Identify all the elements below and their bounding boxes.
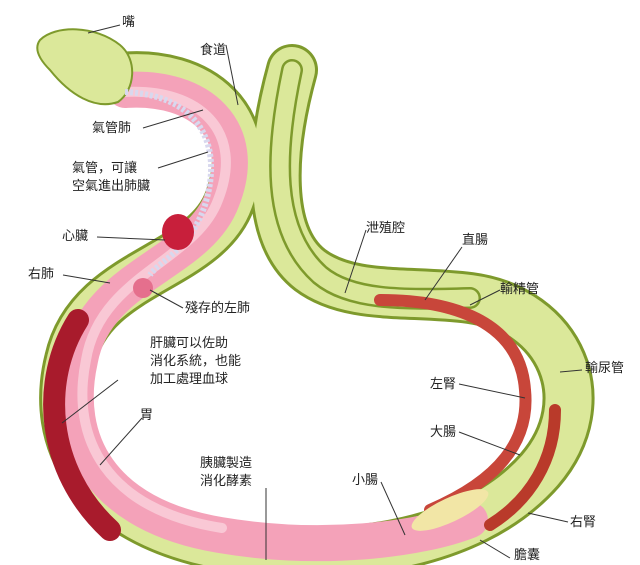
- right-kidney: [484, 404, 561, 531]
- label-left-kidney: 左腎: [430, 377, 457, 392]
- label-vas-deferens: 輸精管: [500, 282, 540, 297]
- intestine: [374, 294, 532, 516]
- label-right-kidney: 右腎: [570, 515, 597, 530]
- label-heart: 心臟: [62, 229, 89, 244]
- label-esophagus: 食道: [200, 43, 227, 58]
- heart: [162, 214, 194, 250]
- label-gallbladder: 膽囊: [514, 548, 541, 563]
- liver: [43, 309, 121, 541]
- label-right-lung: 右肺: [28, 267, 55, 282]
- fat-body: [411, 489, 489, 531]
- left-lung-remnant: [133, 278, 153, 298]
- label-tracheal-lung: 氣管肺: [92, 121, 132, 136]
- label-pancreas: 胰臟製造 消化酵素: [200, 456, 253, 489]
- label-cloaca: 泄殖腔: [366, 221, 406, 236]
- label-large-intestine: 大腸: [430, 425, 457, 440]
- label-liver: 肝臟可以佐助 消化系統，也能 加工處理血球: [150, 336, 242, 387]
- label-trachea: 氣管，可讓 空氣進出肺臟: [72, 161, 151, 194]
- snake-head: [36, 28, 134, 106]
- label-ureter: 輸尿管: [585, 361, 625, 376]
- leader-lines: [61, 24, 583, 560]
- label-rectum: 直腸: [462, 233, 489, 248]
- trachea-tube: [124, 89, 215, 277]
- label-left-lung-remnant: 殘存的左肺: [185, 301, 251, 316]
- label-mouth: 嘴: [122, 15, 136, 30]
- label-stomach: 胃: [140, 408, 154, 423]
- label-small-intestine: 小腸: [352, 473, 379, 488]
